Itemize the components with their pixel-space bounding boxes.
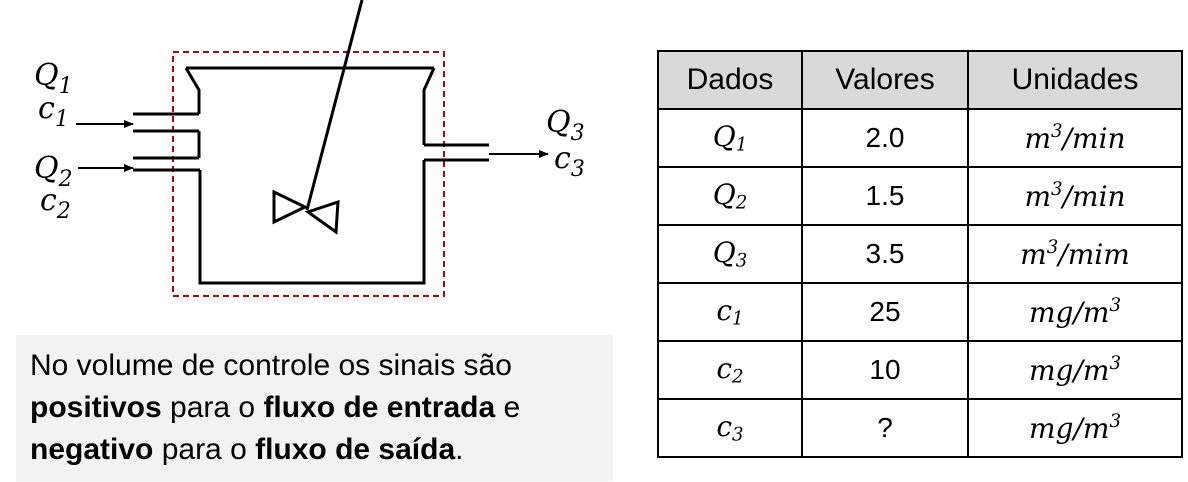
note-text-1: No volume de controle os sinais são [30, 349, 512, 382]
table-row: c3 ? mg/m3 [657, 398, 1183, 458]
table-row: c1 25 mg/m3 [657, 282, 1183, 342]
cell-unit: m3/mim [967, 224, 1183, 284]
cell-symbol: Q1 [657, 108, 803, 168]
cell-symbol: c1 [657, 282, 803, 342]
cell-unit: m3/min [967, 108, 1183, 168]
table-row: Q3 3.5 m3/mim [657, 224, 1183, 284]
cell-value: ? [801, 398, 969, 458]
label-q1: Q1 [34, 58, 73, 99]
stirrer [272, 0, 364, 235]
header-valores: Valores [801, 50, 969, 110]
note-bold-positivos: positivos [30, 391, 162, 424]
cell-unit: mg/m3 [967, 398, 1183, 458]
note-text-5: . [455, 433, 464, 466]
cell-value: 3.5 [801, 224, 969, 284]
note-bold-fluxo-entrada: fluxo de entrada [263, 391, 496, 424]
cell-symbol: c3 [657, 398, 803, 458]
note-bold-fluxo-saida: fluxo de saída [255, 433, 456, 466]
sign-convention-note: No volume de controle os sinais são posi… [16, 335, 613, 481]
cell-value: 10 [801, 340, 969, 400]
label-q2: Q2 [34, 151, 73, 192]
control-volume-boundary [172, 51, 445, 297]
label-q3: Q3 [546, 105, 585, 146]
table-row: c2 10 mg/m3 [657, 340, 1183, 400]
tank-outline [133, 66, 489, 285]
cell-unit: m3/min [967, 166, 1183, 226]
header-dados: Dados [657, 50, 803, 110]
table-row: Q2 1.5 m3/min [657, 166, 1183, 226]
header-unidades: Unidades [967, 50, 1183, 110]
label-c2: c2 [40, 183, 71, 224]
reactor-diagram: Q1 c1 Q2 c2 Q3 c3 [34, 0, 585, 297]
cell-symbol: c2 [657, 340, 803, 400]
cell-unit: mg/m3 [967, 282, 1183, 342]
cell-value: 25 [801, 282, 969, 342]
note-text-2: para o [161, 391, 264, 424]
cell-symbol: Q3 [657, 224, 803, 284]
cell-unit: mg/m3 [967, 340, 1183, 400]
cell-symbol: Q2 [657, 166, 803, 226]
label-c3: c3 [554, 141, 585, 182]
cell-value: 1.5 [801, 166, 969, 226]
cell-value: 2.0 [801, 108, 969, 168]
label-c1: c1 [38, 91, 69, 132]
note-text-3: e [495, 391, 521, 424]
note-text-4: para o [153, 433, 256, 466]
data-table: Dados Valores Unidades Q1 2.0 m3/min Q2 … [657, 50, 1183, 458]
table-row: Q1 2.0 m3/min [657, 108, 1183, 168]
note-bold-negativo: negativo [30, 433, 154, 466]
table-header-row: Dados Valores Unidades [657, 50, 1183, 110]
